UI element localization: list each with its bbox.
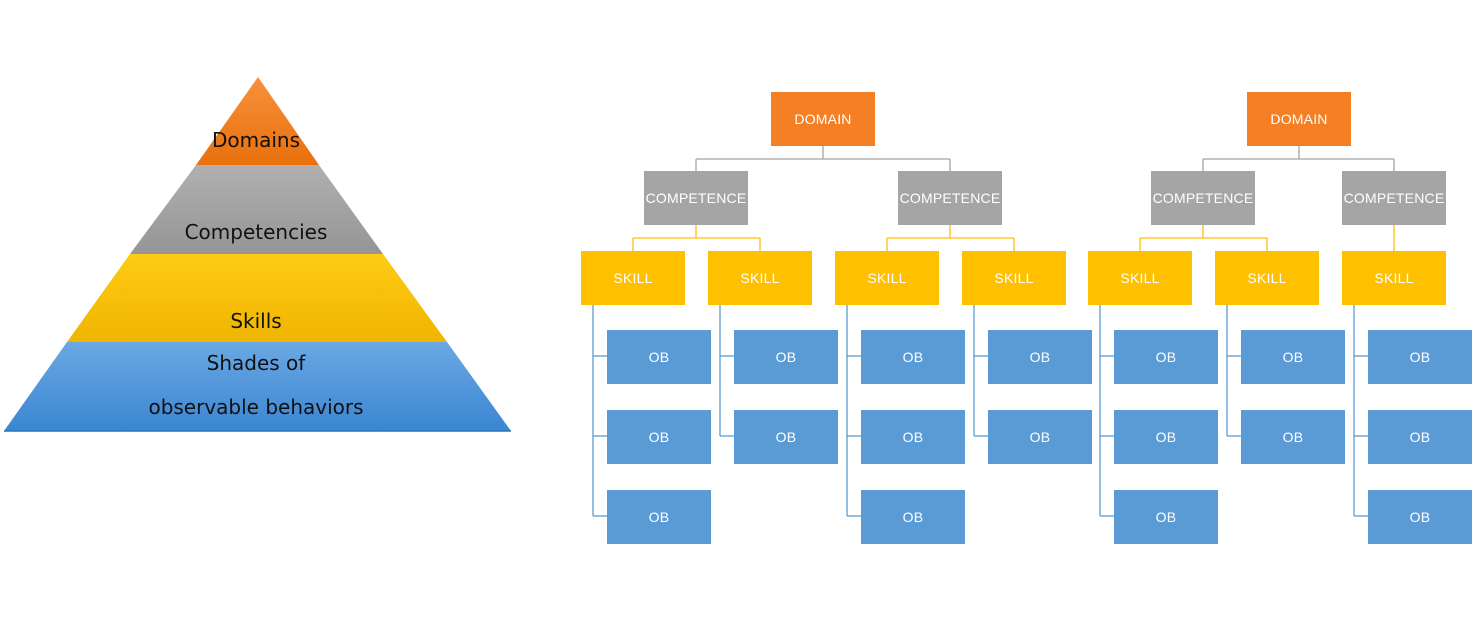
ob-box: OB [1368, 490, 1472, 544]
ob-box: OB [1114, 490, 1218, 544]
domain-box: DOMAIN [1247, 92, 1351, 146]
ob-box: OB [988, 410, 1092, 464]
competence-box: COMPETENCE [1342, 171, 1446, 225]
ob-box: OB [1114, 410, 1218, 464]
competence-box: COMPETENCE [644, 171, 748, 225]
ob-box: OB [1368, 410, 1472, 464]
competence-box: COMPETENCE [898, 171, 1002, 225]
skill-box: SKILL [835, 251, 939, 305]
skill-box: SKILL [1088, 251, 1192, 305]
ob-box: OB [607, 490, 711, 544]
ob-box: OB [1241, 410, 1345, 464]
pyramid-tier-skills [67, 254, 447, 342]
skill-box: SKILL [1215, 251, 1319, 305]
ob-box: OB [1114, 330, 1218, 384]
pyramid-tier-competencies [130, 165, 383, 254]
pyramid-tier-domains [196, 77, 319, 165]
ob-box: OB [734, 410, 838, 464]
ob-box: OB [861, 490, 965, 544]
ob-box: OB [1241, 330, 1345, 384]
pyramid-label-behaviors-line2: observable behaviors [148, 395, 364, 419]
skill-box: SKILL [581, 251, 685, 305]
ob-box: OB [1368, 330, 1472, 384]
pyramid-diagram [4, 77, 511, 432]
ob-box: OB [861, 330, 965, 384]
pyramid-label-behaviors-line1: Shades of [206, 351, 306, 375]
ob-box: OB [607, 410, 711, 464]
pyramid-tier-behaviors [4, 342, 511, 431]
ob-box: OB [607, 330, 711, 384]
competence-box: COMPETENCE [1151, 171, 1255, 225]
ob-box: OB [988, 330, 1092, 384]
skill-box: SKILL [708, 251, 812, 305]
ob-box: OB [861, 410, 965, 464]
skill-box: SKILL [962, 251, 1066, 305]
pyramid-label-skills: Skills [230, 309, 282, 333]
skill-box: SKILL [1342, 251, 1446, 305]
pyramid-label-competencies: Competencies [184, 220, 328, 244]
pyramid-label-domains: Domains [211, 128, 301, 152]
ob-box: OB [734, 330, 838, 384]
domain-box: DOMAIN [771, 92, 875, 146]
